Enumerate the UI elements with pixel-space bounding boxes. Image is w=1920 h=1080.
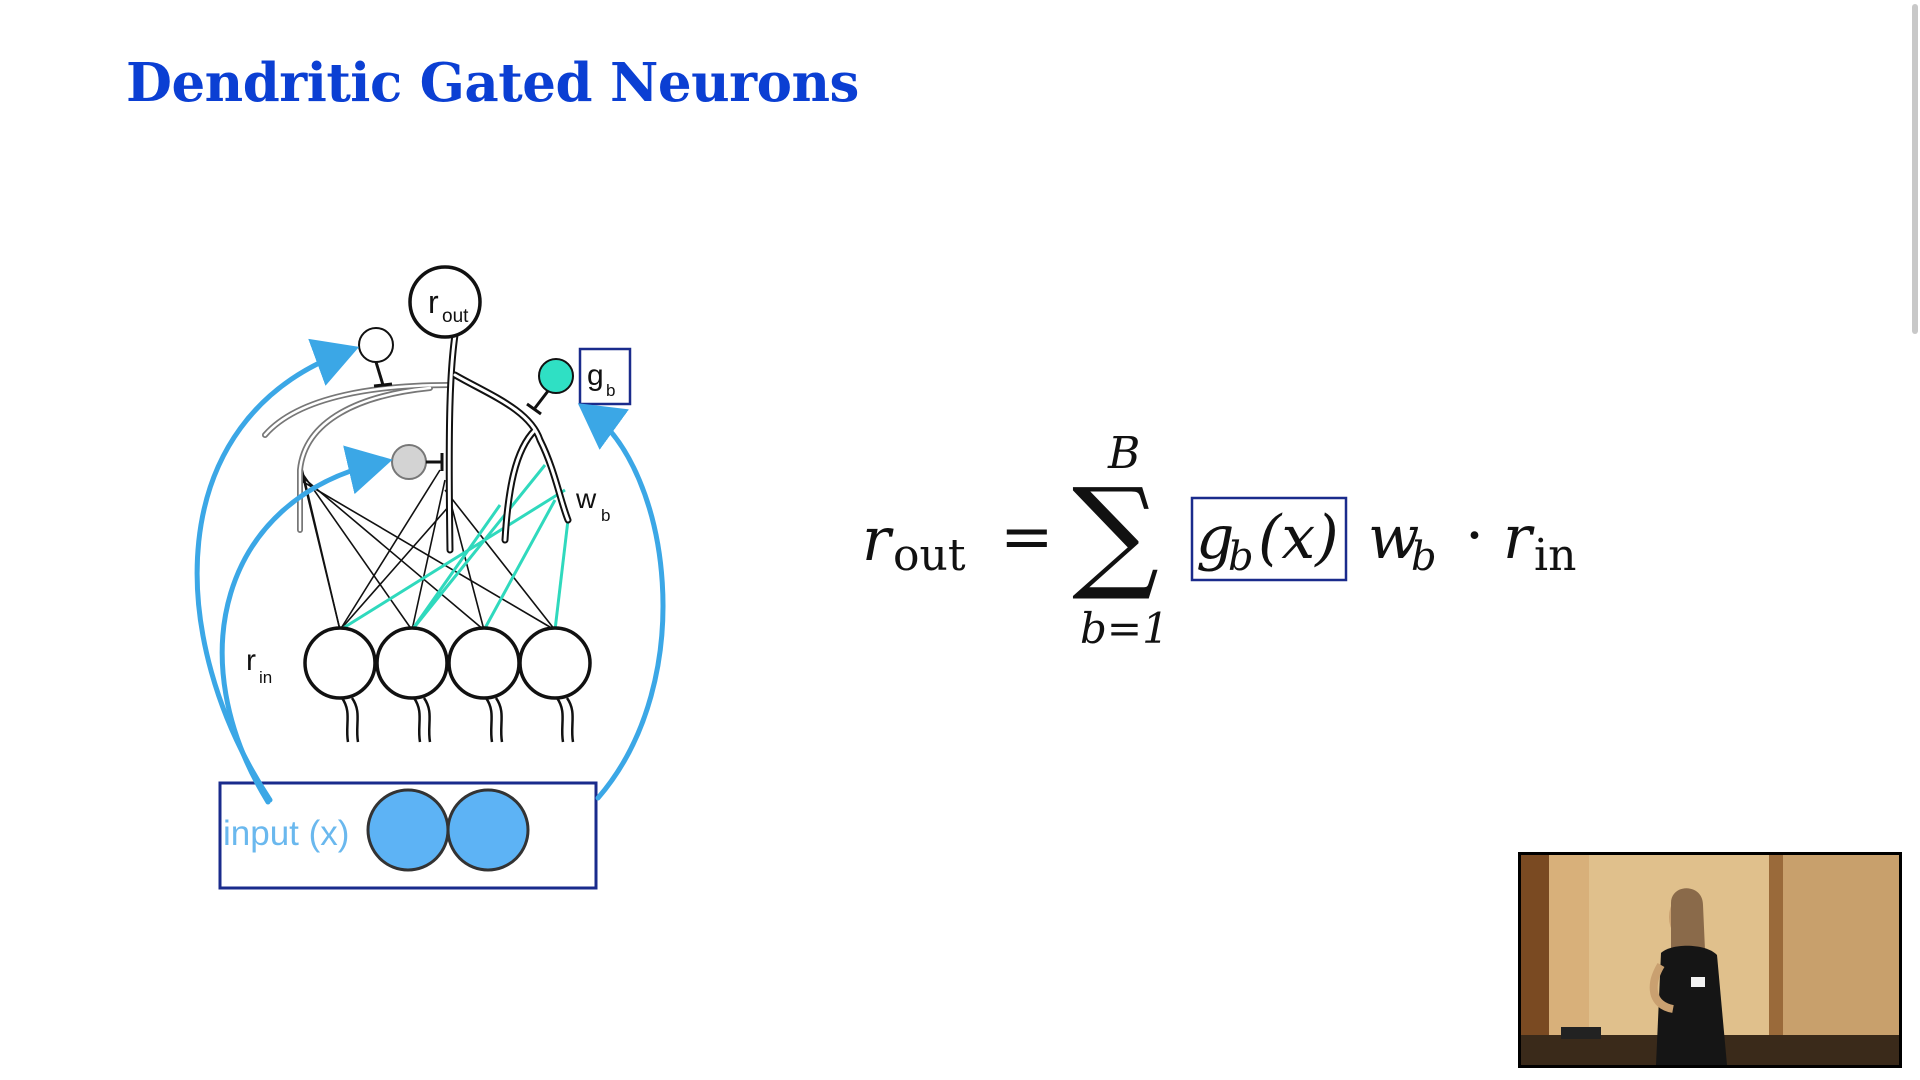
equation-equals: = <box>1000 500 1054 574</box>
input-neuron-3 <box>447 626 521 700</box>
input-circle-2 <box>446 788 530 872</box>
gate-neuron <box>538 358 574 394</box>
speaker-video-inset <box>1518 852 1902 1068</box>
input-neuron-2 <box>375 626 449 700</box>
input-circle-1 <box>366 788 450 872</box>
output-neuron-sub: out <box>442 306 469 327</box>
input-neurons-sub: in <box>259 668 272 687</box>
input-box-label: input (x) <box>223 814 349 853</box>
weight-label-sub: b <box>601 506 610 525</box>
input-neuron-4 <box>518 626 592 700</box>
slide-title: Dendritic Gated Neurons <box>126 52 859 114</box>
equation-lhs-sub: out <box>893 530 966 581</box>
rhs-term-sub: in <box>1534 530 1576 581</box>
input-connections <box>299 459 556 631</box>
gated-connections <box>339 464 570 632</box>
gate-label-sub: b <box>606 381 615 400</box>
sum-symbol: ∑ <box>1072 462 1159 604</box>
input-arrows <box>194 338 666 805</box>
input-neuron-1 <box>303 626 377 700</box>
weight-label: w <box>575 483 597 514</box>
input-axons <box>340 697 575 743</box>
arrow-to-gate <box>577 403 666 801</box>
input-neurons <box>303 626 592 700</box>
scrollbar-thumb[interactable] <box>1912 4 1918 334</box>
weight-term-sub: b <box>1411 534 1437 580</box>
gate-term: g <box>1196 503 1234 573</box>
inhibitory-neuron-mid <box>391 444 427 480</box>
equation-lhs: r <box>862 505 894 575</box>
gate-label: g <box>587 359 604 392</box>
gate-term-highlight <box>1190 496 1348 582</box>
input-neurons-label: r <box>246 644 256 677</box>
gate-term-arg: (x) <box>1258 503 1339 573</box>
output-neuron-label: r <box>428 284 439 320</box>
multiply-dot: · <box>1465 501 1484 571</box>
rhs-term: r <box>1503 503 1535 573</box>
arrow-to-top-inhibitory <box>194 338 360 803</box>
output-neuron <box>408 265 482 339</box>
inhibitory-neuron-top <box>358 327 394 363</box>
gate-term-sub: b <box>1228 534 1254 580</box>
sum-lower-bound: b=1 <box>1080 604 1169 653</box>
arrow-to-mid-inhibitory <box>219 445 393 805</box>
gating-equation: r out = B ∑ b=1 g b (x) w b · r in <box>862 428 1576 653</box>
weight-term: w <box>1368 503 1419 573</box>
speaker-video-frame <box>1521 855 1899 1065</box>
scrollbar-track[interactable] <box>1910 0 1920 1080</box>
sum-upper-bound: B <box>1107 428 1140 479</box>
